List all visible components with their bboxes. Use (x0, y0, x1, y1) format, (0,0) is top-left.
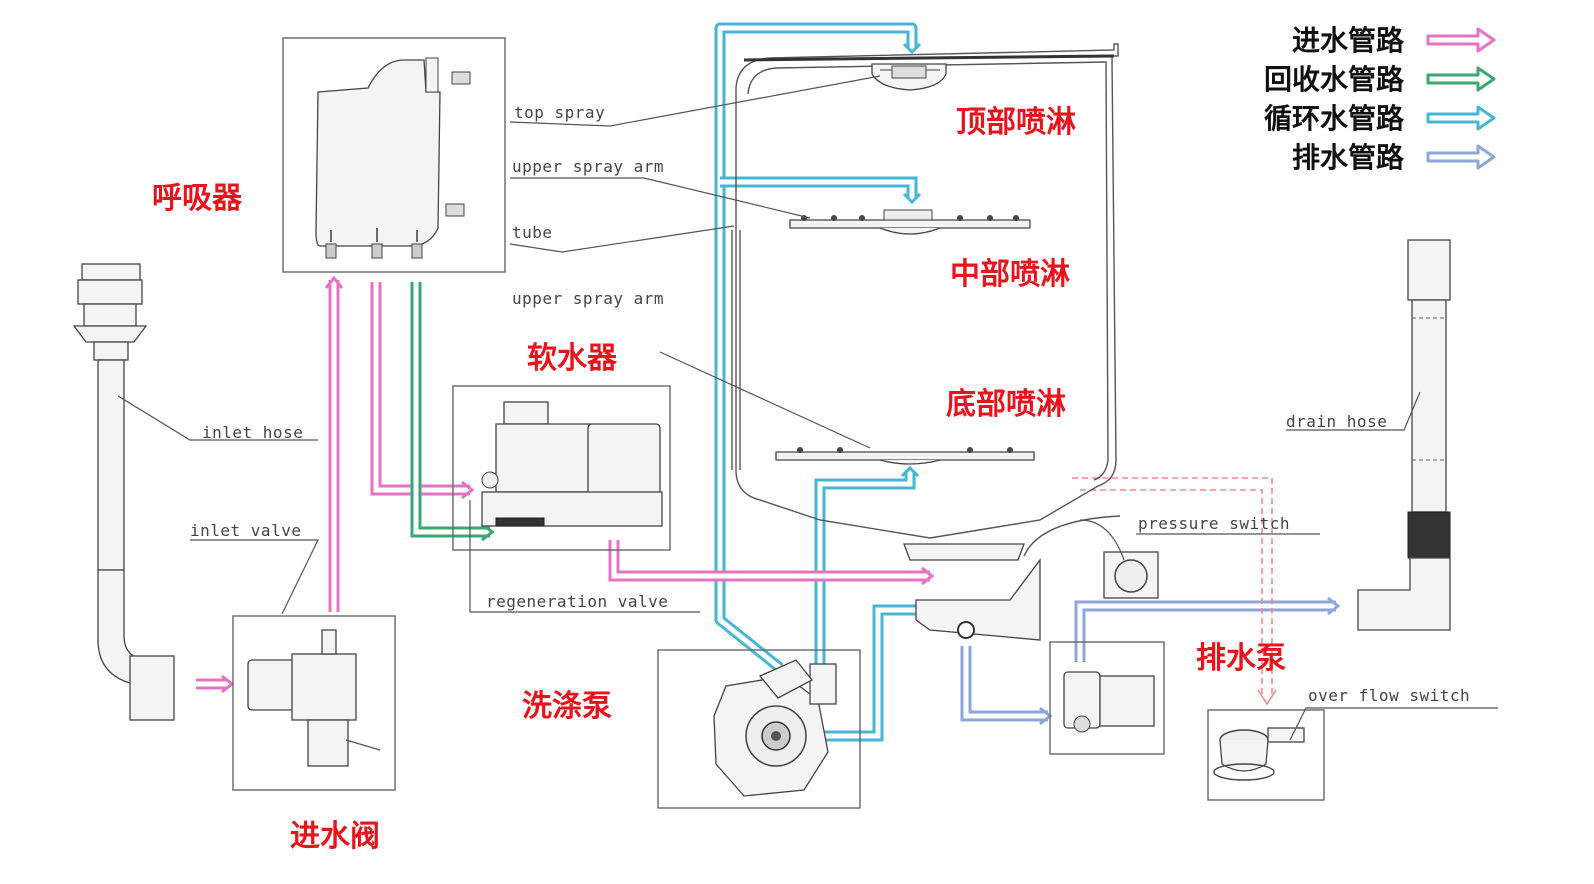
wash-pump-assembly (657, 649, 861, 809)
sump (903, 515, 1121, 641)
top-spray-nozzle (871, 63, 947, 91)
label-upper-spray-arm-1: upper spray arm (512, 157, 664, 176)
drain-pipe-sump-to-pump (960, 646, 1048, 722)
bottom-spray-arm (775, 447, 1035, 465)
label-inlet-hose: inlet hose (202, 423, 303, 442)
upper-spray-arm (789, 209, 1031, 235)
inlet-pipes (196, 275, 935, 694)
recovery-pipes (410, 282, 495, 542)
legend-item-recovery: 回收水管路 (1264, 63, 1496, 96)
label-softener: 软水器 (527, 341, 618, 376)
drain-pipes (960, 596, 1341, 726)
label-tube: tube (512, 223, 553, 242)
legend-arrow-circulation (1426, 105, 1496, 131)
label-inlet-valve: inlet valve (190, 521, 301, 540)
drain-pump-assembly (1049, 641, 1165, 755)
inlet-pipe-softener-to-sump (608, 540, 930, 582)
inlet-valve-assembly (232, 615, 396, 791)
label-drain-hose: drain hose (1286, 412, 1387, 431)
legend-label: 进水管路 (1292, 24, 1405, 57)
legend-arrow-recovery (1426, 66, 1496, 92)
overflow-switch-assembly (1207, 709, 1325, 801)
label-bottom-spray: 底部喷淋 (946, 387, 1066, 422)
breather-assembly (282, 37, 506, 273)
circulation-pipes (714, 22, 922, 742)
softener-assembly (452, 385, 671, 551)
label-middle-spray: 中部喷淋 (950, 257, 1070, 292)
label-over-flow-switch: over flow switch (1308, 686, 1470, 705)
legend-label: 回收水管路 (1264, 63, 1405, 96)
legend-item-inlet: 进水管路 (1292, 24, 1496, 57)
legend-arrow-drain (1426, 144, 1496, 170)
legend-label: 循环水管路 (1264, 102, 1405, 135)
legend-item-drain: 排水管路 (1292, 141, 1496, 174)
label-regeneration-valve: regeneration valve (486, 592, 668, 611)
inlet-hose (72, 263, 175, 721)
label-top-spray-cn: 顶部喷淋 (956, 105, 1076, 140)
label-pressure-switch: pressure switch (1138, 514, 1290, 533)
tub-outline (731, 43, 1119, 539)
drain-hose (1357, 239, 1451, 631)
label-wash-pump: 洗涤泵 (522, 689, 612, 724)
label-inlet-valve-cn: 进水阀 (290, 819, 380, 854)
label-upper-spray-arm-2: upper spray arm (512, 289, 664, 308)
overflow-dashed-lines (1072, 477, 1277, 706)
label-breather: 呼吸器 (152, 181, 243, 216)
legend-item-circulation: 循环水管路 (1264, 102, 1496, 135)
legend-arrow-inlet (1426, 27, 1496, 53)
label-leader-lines (117, 75, 1498, 741)
label-drain-pump: 排水泵 (1196, 641, 1286, 676)
label-top-spray: top spray (514, 103, 605, 122)
pressure-switch (1079, 519, 1159, 599)
part-labels: top spray upper spray arm tube upper spr… (190, 103, 1470, 705)
component-labels: 呼吸器 进水阀 软水器 洗涤泵 顶部喷淋 中部喷淋 底部喷淋 排水泵 (152, 105, 1286, 854)
circulation-pipe-bottom (814, 472, 916, 668)
legend-label: 排水管路 (1292, 141, 1405, 174)
